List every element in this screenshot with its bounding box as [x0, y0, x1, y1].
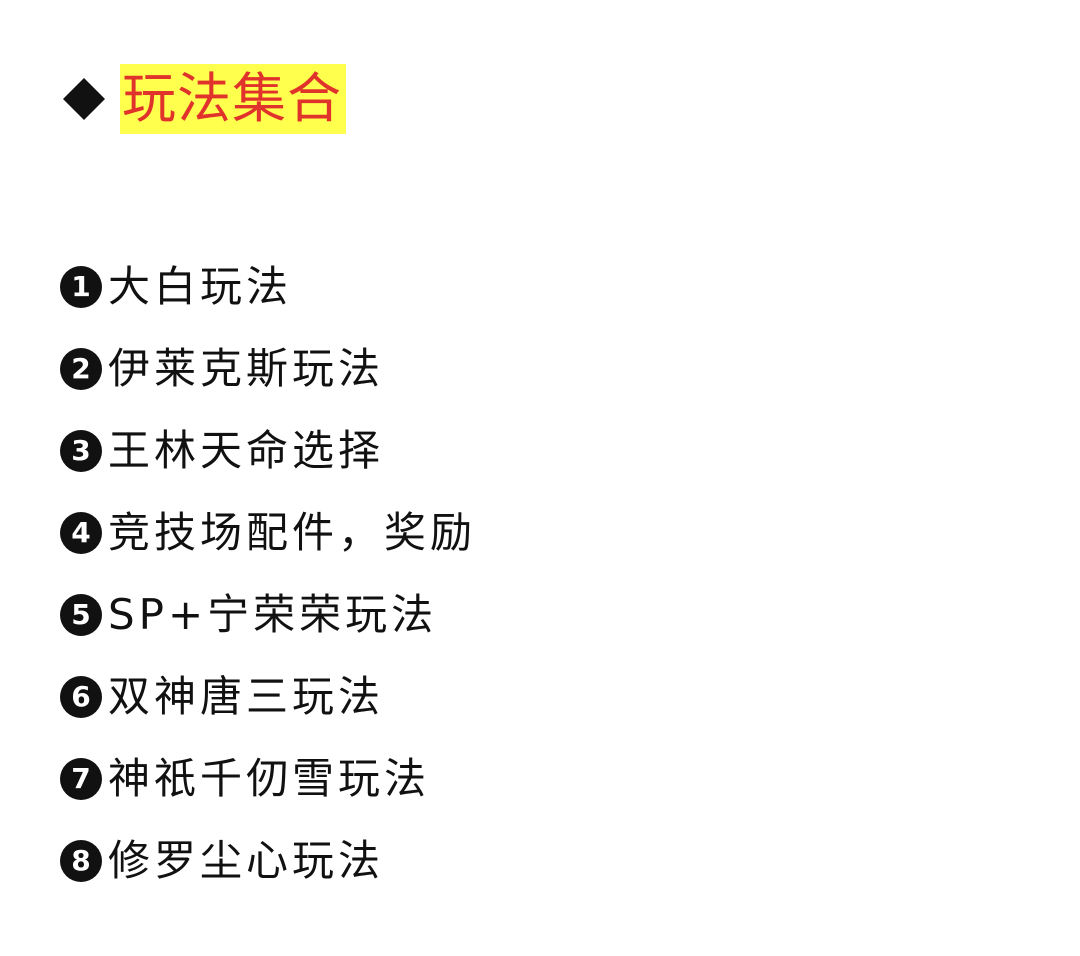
- number-badge: 4: [60, 512, 102, 554]
- number-badge: 6: [60, 676, 102, 718]
- number-badge: 7: [60, 758, 102, 800]
- number-badge: 3: [60, 430, 102, 472]
- section-title: 玩法集合: [120, 64, 346, 134]
- list-item: 4 竞技场配件，奖励: [60, 492, 476, 574]
- list-item: 7 神祇千仞雪玩法: [60, 738, 476, 820]
- list-item-label: 伊莱克斯玩法: [108, 344, 385, 393]
- number-badge: 5: [60, 594, 102, 636]
- black-diamond-icon: [62, 77, 106, 121]
- feature-list: 1 大白玩法 2 伊莱克斯玩法 3 王林天命选择 4 竞技场配件，奖励 5 SP…: [60, 246, 476, 902]
- list-item-label: 双神唐三玩法: [108, 672, 385, 721]
- list-item: 3 王林天命选择: [60, 410, 476, 492]
- list-item-label: 大白玩法: [108, 262, 293, 311]
- list-item: 1 大白玩法: [60, 246, 476, 328]
- list-item-label: 神祇千仞雪玩法: [108, 754, 431, 803]
- list-item-label: SP+宁荣荣玩法: [108, 590, 438, 639]
- list-item: 6 双神唐三玩法: [60, 656, 476, 738]
- section-header: 玩法集合: [62, 64, 346, 134]
- number-badge: 1: [60, 266, 102, 308]
- number-badge: 2: [60, 348, 102, 390]
- number-badge: 8: [60, 840, 102, 882]
- list-item-label: 竞技场配件，奖励: [108, 508, 477, 557]
- list-item: 5 SP+宁荣荣玩法: [60, 574, 476, 656]
- list-item: 8 修罗尘心玩法: [60, 820, 476, 902]
- list-item-label: 王林天命选择: [108, 426, 385, 475]
- list-item-label: 修罗尘心玩法: [108, 836, 385, 885]
- list-item: 2 伊莱克斯玩法: [60, 328, 476, 410]
